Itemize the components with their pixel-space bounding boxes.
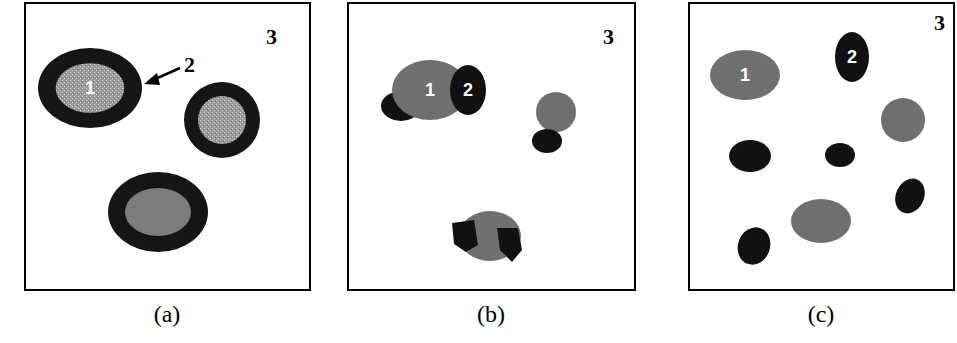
black-particle [732,223,775,270]
callout-number: 3 [266,26,277,48]
panel-frame [689,3,954,290]
grey-cell [791,199,851,243]
black-particle [532,129,562,153]
cell-node: 1 [710,50,780,100]
panel-frame [348,3,635,290]
black-particle [452,220,478,252]
callout-number: 3 [603,26,614,48]
node-number: 2 [450,81,486,99]
cell-core [198,96,246,144]
node-number: 1 [710,66,780,84]
panel-caption: (c) [808,302,835,326]
node-number: 2 [835,48,869,66]
black-particle [890,174,931,218]
black-particle [825,143,855,167]
callout-number: 3 [934,12,945,34]
black-particle [497,228,522,262]
black-particle: 2 [450,65,486,115]
panel-frame [25,3,310,290]
cell-ring [184,82,260,158]
black-particle [729,140,771,172]
cell-node: 1 [38,48,142,128]
panel-caption: (a) [154,302,181,326]
grey-cell [881,98,925,142]
node-number: 1 [38,79,142,97]
callout-number: 2 [184,54,195,76]
arrow-head [144,73,160,85]
cell-core [125,188,191,236]
black-particle: 2 [835,32,869,82]
cell-ring [108,172,208,252]
grey-cell [536,92,576,132]
panel-caption: (b) [477,302,505,326]
